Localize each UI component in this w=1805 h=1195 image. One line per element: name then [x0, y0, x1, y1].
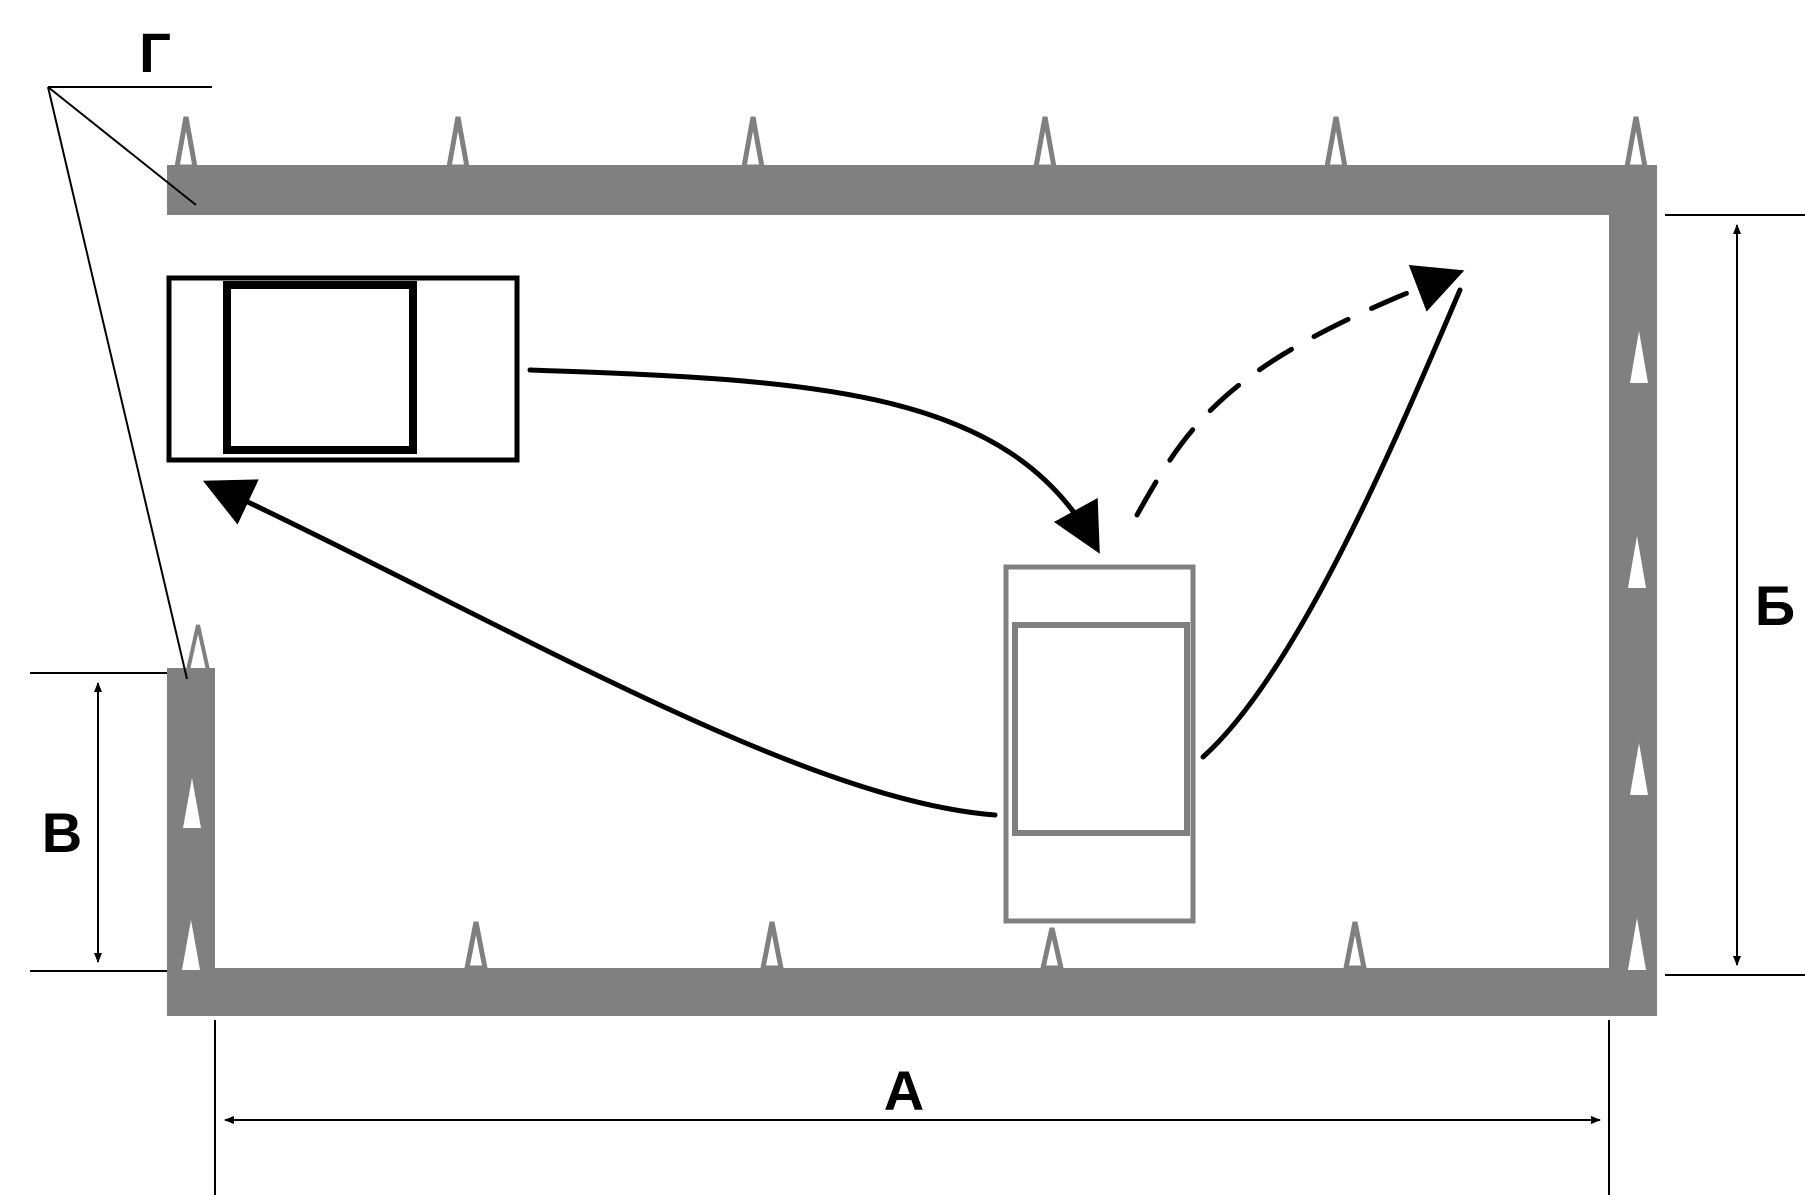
traffic-cone-icon — [759, 921, 785, 971]
zone-walls — [167, 165, 1657, 1016]
maneuver-paths — [202, 264, 1465, 818]
cone-top-2 — [446, 116, 470, 170]
traffic-cone-icon — [1039, 927, 1065, 971]
path-back-to-start — [202, 479, 998, 818]
traffic-cone-icon — [741, 116, 765, 170]
traffic-cone-icon — [1628, 536, 1646, 588]
car-parked-top-left — [166, 275, 520, 463]
traffic-cone-icon — [1324, 116, 1348, 170]
path-dashed-exit — [1134, 264, 1465, 518]
traffic-cone-icon — [183, 778, 201, 828]
traffic-cone-icon — [1624, 116, 1648, 170]
top-wall — [167, 165, 1657, 215]
traffic-cone-icon — [463, 921, 489, 971]
label-a: А — [884, 1059, 924, 1122]
traffic-cone-icon — [182, 920, 200, 970]
cone-top-5 — [1324, 116, 1348, 170]
traffic-cone-icon — [174, 116, 198, 170]
car-cabin — [1012, 622, 1190, 836]
traffic-cone-icon — [1342, 921, 1368, 971]
right-wall — [1609, 165, 1657, 1015]
label-g: Г — [139, 21, 171, 84]
dimension-v: В — [30, 672, 167, 972]
path-curve-right — [1200, 287, 1463, 760]
dimension-a: А — [214, 1020, 1610, 1195]
label-b: Б — [1755, 574, 1795, 637]
cone-top-3 — [741, 116, 765, 170]
cone-top-1 — [174, 116, 198, 170]
traffic-cone-icon — [446, 116, 470, 170]
traffic-cone-icon — [1033, 116, 1057, 170]
cone-top-6 — [1624, 116, 1648, 170]
traffic-cone-icon — [185, 624, 211, 672]
cones — [174, 116, 1648, 971]
dimension-b: Б — [1665, 214, 1805, 976]
car-cabin — [223, 281, 417, 454]
car-maneuvering — [1003, 564, 1196, 924]
cone-top-4 — [1033, 116, 1057, 170]
car-body — [1003, 564, 1196, 924]
bottom-wall — [167, 968, 1657, 1016]
traffic-cone-icon — [1628, 918, 1646, 970]
car-body — [166, 275, 520, 463]
traffic-cone-icon — [1630, 331, 1648, 383]
traffic-cone-icon — [1630, 743, 1648, 795]
leader-g: Г — [47, 21, 212, 680]
label-v: В — [42, 801, 82, 864]
path-to-car — [527, 367, 1100, 554]
